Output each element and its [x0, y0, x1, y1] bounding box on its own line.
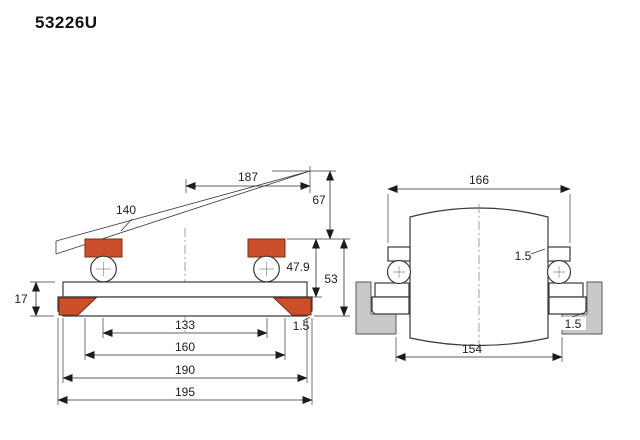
dim-133-label: 133 — [175, 318, 195, 332]
seat-washer-left-mounted — [371, 296, 410, 315]
seat-washer-accent-left — [58, 297, 98, 316]
shaft-washer-right — [247, 238, 286, 258]
dim-187-label: 187 — [238, 170, 258, 184]
dim-67-label: 67 — [312, 193, 326, 207]
dim-1-5-bottom-label: 1.5 — [565, 317, 582, 331]
dim-154: 154 — [395, 337, 563, 362]
dim-1-5-left: 1.5 — [293, 316, 311, 333]
dim-1-5-left-label: 1.5 — [293, 319, 310, 333]
part-number-title: 53226U — [35, 13, 98, 32]
dim-166-label: 166 — [469, 173, 489, 187]
dim-47-9: 47.9 — [286, 238, 322, 298]
dim-133: 133 — [102, 318, 268, 338]
dim-190-label: 190 — [175, 363, 195, 377]
dim-1-5-bottom: 1.5 — [560, 312, 586, 331]
dim-190: 190 — [62, 318, 308, 383]
shaft-washer-left-mounted — [387, 246, 411, 262]
dim-140-label: 140 — [116, 203, 136, 217]
dim-17: 17 — [14, 281, 55, 317]
dim-53: 53 — [314, 238, 350, 317]
dim-160-label: 160 — [175, 340, 195, 354]
right-mounted-view: 166 1.5 1.5 154 — [355, 173, 603, 362]
dim-47-9-label: 47.9 — [286, 260, 310, 274]
dim-1-5-top: 1.5 — [515, 248, 546, 263]
housing-washer-right-mounted — [548, 282, 584, 298]
dim-166: 166 — [387, 173, 571, 243]
seat-washer — [57, 296, 313, 317]
seat-washer-accent-right — [272, 297, 312, 316]
left-section-view: 187 140 67 47.9 53 17 — [14, 166, 350, 405]
dim-53-label: 53 — [324, 272, 338, 286]
housing-washer — [62, 281, 308, 298]
dim-195-label: 195 — [175, 385, 195, 399]
dim-67: 67 — [272, 170, 350, 240]
dim-195: 195 — [57, 318, 313, 405]
dim-154-label: 154 — [462, 342, 482, 356]
housing-washer-left-mounted — [374, 282, 410, 298]
shaft-washer-right-mounted — [547, 246, 571, 262]
seat-washer-right-mounted — [548, 296, 587, 315]
ball-center-marks-mounted — [393, 266, 565, 278]
dim-1-5-top-label: 1.5 — [515, 249, 532, 263]
shaft-washer-left — [84, 238, 123, 258]
dim-140-leader — [120, 218, 133, 232]
dim-17-label: 17 — [14, 292, 28, 306]
dim-160: 160 — [84, 318, 286, 360]
ball-center-marks — [96, 262, 274, 276]
dim-187: 187 — [185, 166, 311, 193]
